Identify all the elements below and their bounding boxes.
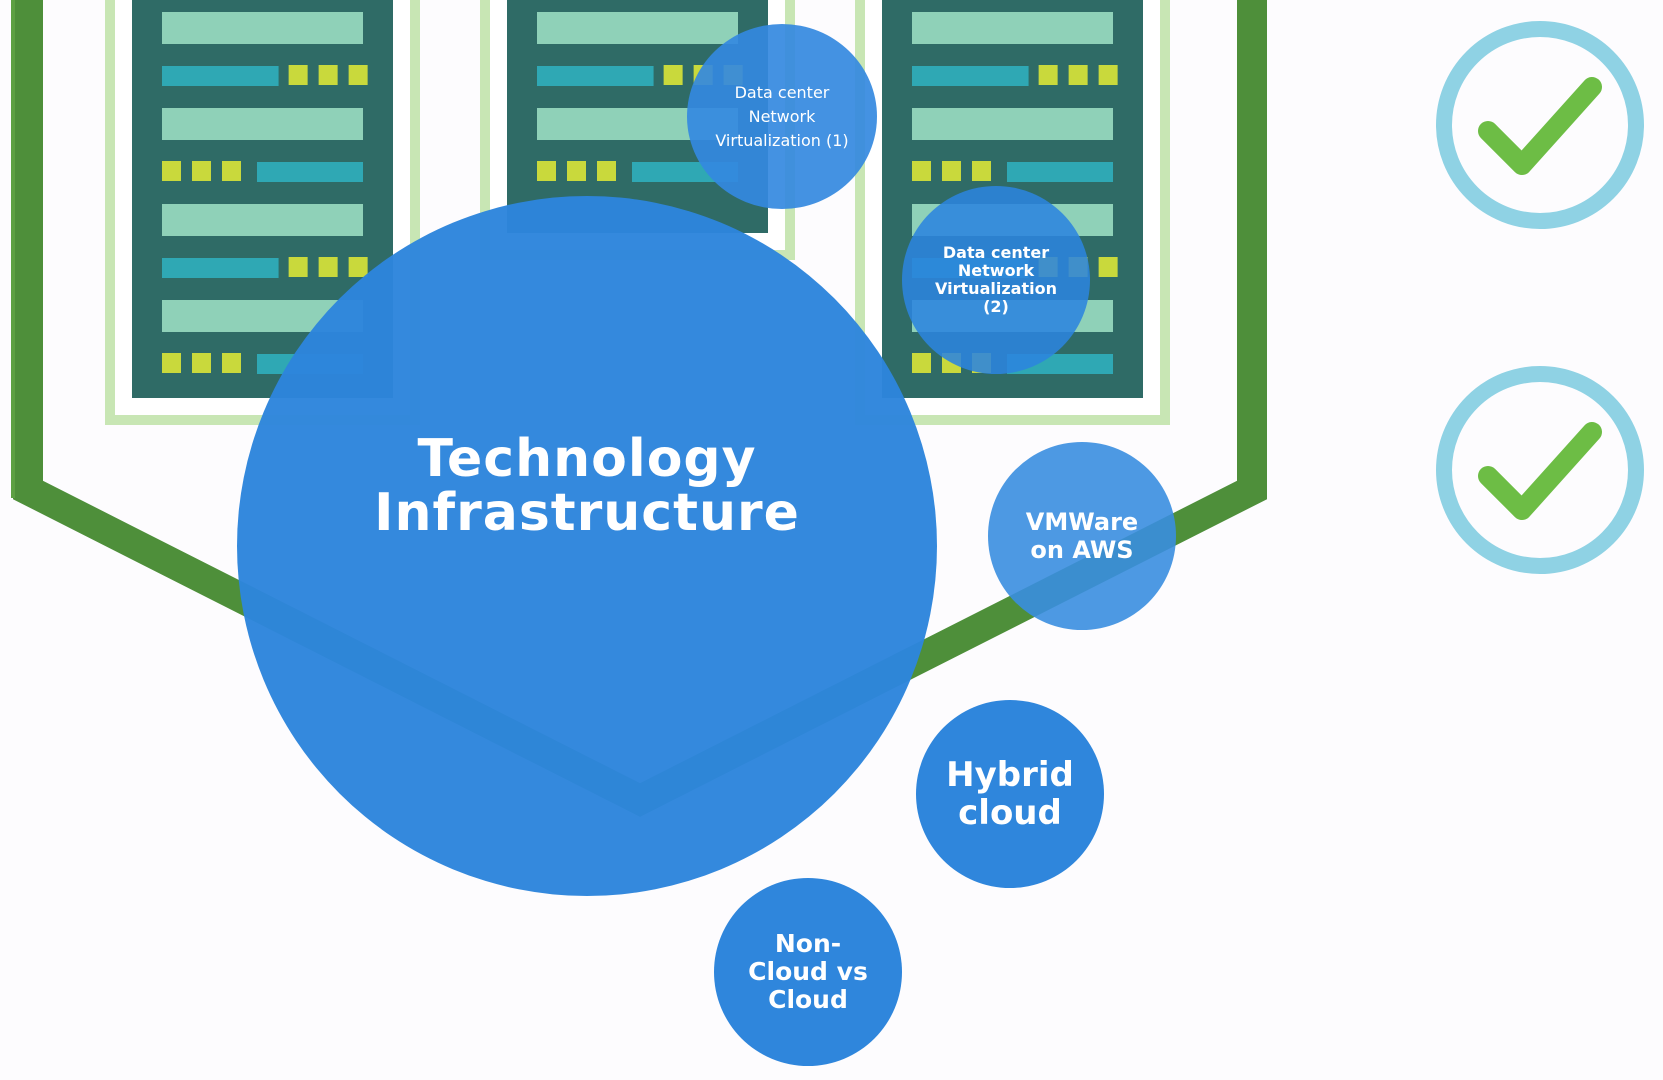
bubble-hybrid-cloud[interactable]: Hybrid cloud <box>916 700 1104 888</box>
check-circle-icon <box>1436 366 1644 574</box>
bubble-dcnv-1[interactable]: Data center Network Virtualization (1) <box>687 24 877 209</box>
server-rack-icon <box>855 0 1170 425</box>
bubble-dcnv-1-label: Data center Network Virtualization (1) <box>715 82 849 150</box>
bubble-dcnv-2[interactable]: Data center Network Virtualization (2) <box>902 186 1090 374</box>
check-circle-icon <box>1436 21 1644 229</box>
bubble-non-cloud-vs-cloud[interactable]: Non-Cloud vs Cloud <box>714 878 902 1066</box>
server-rack-icon <box>105 0 420 425</box>
bubble-non-cloud-vs-cloud-label: Non-Cloud vs Cloud <box>748 929 868 1014</box>
bubble-hybrid-cloud-label: Hybrid cloud <box>946 755 1074 833</box>
bubble-vmware-aws-label: VMWare on AWS <box>1025 508 1139 564</box>
main-topic-label: Technology Infrastructure <box>374 429 800 543</box>
bubble-vmware-aws[interactable]: VMWare on AWS <box>988 442 1176 630</box>
bubble-dcnv-2-label: Data center Network Virtualization (2) <box>935 243 1057 316</box>
bubble-technology-infrastructure[interactable]: Technology Infrastructure <box>237 196 937 896</box>
